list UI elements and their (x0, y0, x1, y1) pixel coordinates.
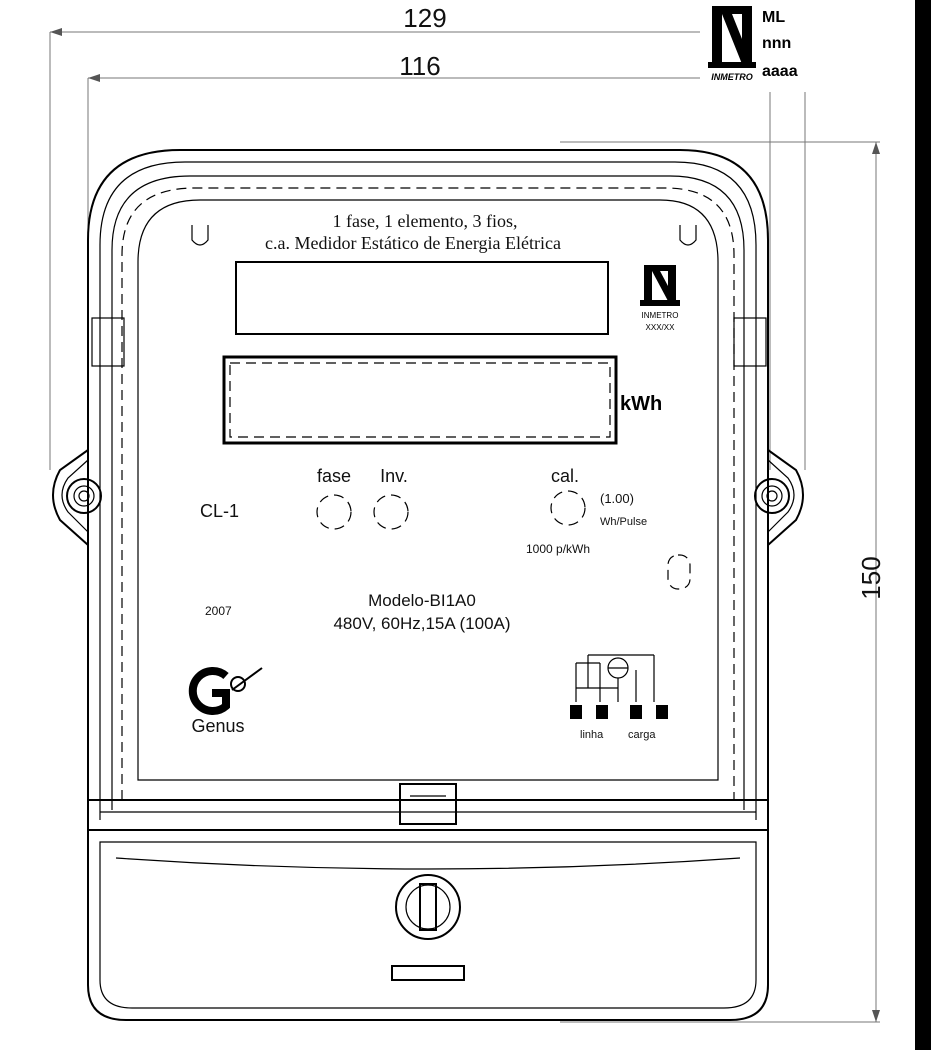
meter-housing (52, 149, 804, 830)
seal-screw-icon (395, 874, 461, 940)
seal-slot (391, 965, 465, 981)
led-cal-indicator (550, 490, 586, 526)
pulse-rate: 1000 p/kWh (526, 542, 590, 556)
center-latch (399, 783, 457, 825)
dimension-116-label: 116 (399, 51, 440, 81)
lcd-display (222, 355, 618, 445)
dimension-150: 150 (560, 141, 886, 1023)
header-line-1: 1 fase, 1 elemento, 3 fios, (333, 211, 518, 231)
inmetro-logo-text: INMETRO (711, 72, 753, 82)
inmetro-logo-icon: INMETRO (708, 6, 756, 82)
left-mounting-ear (52, 449, 102, 546)
panel-badge-line-1: INMETRO (642, 311, 679, 320)
led-cal-label: cal. (551, 466, 579, 486)
stamp-line-3: aaaa (762, 63, 798, 80)
class-label: CL-1 (200, 501, 239, 521)
led-inv-indicator (373, 494, 409, 530)
right-edge-bar (915, 0, 931, 1050)
genus-logo-icon: Genus (188, 667, 263, 736)
led-fase-label: fase (317, 466, 351, 486)
cal-value: (1.00) (600, 491, 634, 506)
dimension-150-label: 150 (856, 556, 886, 599)
dimension-129: 129 (49, 3, 806, 470)
optical-port (667, 554, 691, 590)
brand-name: Genus (191, 716, 244, 736)
right-clip (733, 317, 767, 367)
year-label: 2007 (205, 604, 232, 618)
panel-inmetro-badge: INMETRO XXX/XX (640, 265, 680, 332)
nameplate-window (235, 261, 609, 335)
dimension-129-label: 129 (403, 3, 446, 33)
rating-label: 480V, 60Hz,15A (100A) (333, 614, 510, 633)
faceplate: 1 fase, 1 elemento, 3 fios, c.a. Medidor… (188, 211, 691, 741)
terminal-carga-label: carga (628, 729, 656, 741)
model-label: Modelo-BI1A0 (368, 591, 476, 610)
panel-badge-line-2: XXX/XX (646, 323, 676, 332)
left-clip (91, 317, 125, 367)
cal-unit: Wh/Pulse (600, 516, 647, 528)
terminal-cover (87, 829, 769, 1021)
led-inv-label: Inv. (380, 466, 408, 486)
inmetro-stamp: INMETRO ML nnn aaaa (700, 2, 810, 92)
stamp-line-2: nnn (762, 35, 791, 52)
right-mounting-ear (754, 449, 804, 546)
wiring-diagram-icon: linha carga (570, 654, 668, 741)
led-fase-indicator (316, 494, 352, 530)
stamp-line-1: ML (762, 9, 785, 26)
kwh-unit-label: kWh (620, 393, 662, 415)
terminal-linha-label: linha (580, 729, 604, 741)
header-line-2: c.a. Medidor Estático de Energia Elétric… (265, 233, 561, 253)
